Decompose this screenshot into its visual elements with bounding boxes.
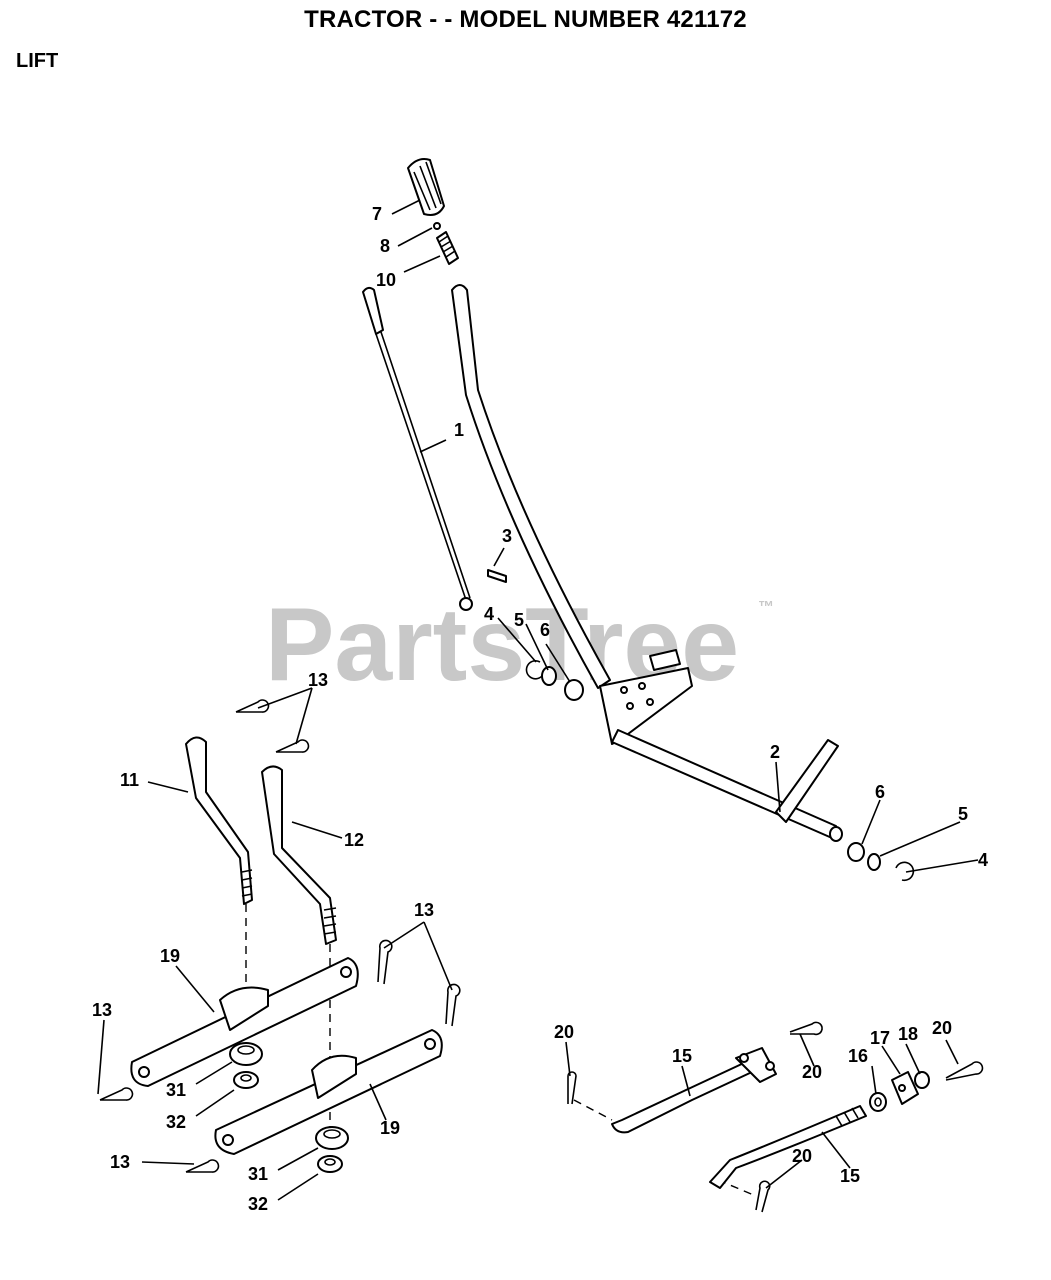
callout-13-left: 13 [92,1000,112,1020]
callout-6-right: 6 [875,782,885,802]
part-lift-plate [599,649,693,745]
part-31-grommet-lower [315,1126,349,1150]
callout-1: 1 [454,420,464,440]
part-3-key [487,569,507,583]
page-title: TRACTOR - - MODEL NUMBER 421172 [304,6,747,33]
callout-20-lower: 20 [792,1146,812,1166]
part-19-lift-arm-lower [214,1029,443,1155]
callout-10: 10 [376,270,396,290]
callout-13-bottom: 13 [110,1152,130,1172]
part-6-bushing-left [564,679,584,701]
callout-17: 17 [870,1028,890,1048]
part-lift-handle [451,284,611,689]
part-17-block [891,1071,919,1105]
part-20-pin-left [567,1071,577,1105]
callout-31-upper: 31 [166,1080,186,1100]
part-13-clip-bottom [185,1159,220,1173]
callout-4-right: 4 [978,850,988,870]
callout-19-upper: 19 [160,946,180,966]
leader-lines [97,199,979,1201]
part-4-clip-right [895,861,915,882]
part-12-lift-link [261,765,337,945]
section-title: LIFT [16,50,59,72]
part-18-ferrule [914,1071,930,1089]
part-16-nut [869,1092,887,1112]
part-15-rod-upper [611,1047,777,1134]
alignment-line-3 [573,1099,613,1121]
part-7-grip [407,158,445,216]
part-32-nut-lower [317,1155,343,1173]
callout-32-lower: 32 [248,1194,268,1214]
callout-31-lower: 31 [248,1164,268,1184]
callout-15-upper: 15 [672,1046,692,1066]
callout-20-right: 20 [932,1018,952,1038]
callout-12: 12 [344,830,364,850]
part-13-clip-left [99,1087,134,1101]
part-19-lift-arm-upper [130,957,359,1087]
part-20-pin-upper [789,1021,823,1036]
callout-20-upper: 20 [802,1062,822,1082]
callout-13-right: 13 [414,900,434,920]
part-5-washer-left [541,666,557,686]
watermark-tm: ™ [758,599,774,616]
part-8-ball [433,222,441,230]
part-1-rod [362,286,473,611]
callout-5-left: 5 [514,610,524,630]
callout-16: 16 [848,1046,868,1066]
callout-8: 8 [380,236,390,256]
callout-2: 2 [770,742,780,762]
part-32-nut-upper [233,1071,259,1089]
callout-13-top: 13 [308,670,328,690]
part-15-rod-lower [709,1105,867,1189]
callout-7: 7 [372,204,382,224]
part-2-shaft [611,729,843,842]
part-13-clips-right [377,939,461,1027]
callout-4-left: 4 [484,604,494,624]
part-10-spring [436,231,459,265]
part-20-pin-right [945,1061,984,1081]
callout-6-left: 6 [540,620,550,640]
callout-5-right: 5 [958,804,968,824]
callout-11: 11 [120,770,139,790]
part-31-grommet-upper [229,1042,263,1066]
callout-32-upper: 32 [166,1112,186,1132]
part-5-washer-right [867,853,881,871]
callout-20-left: 20 [554,1022,574,1042]
callout-19-lower: 19 [380,1118,400,1138]
part-6-bushing-right [847,842,865,862]
callout-3: 3 [502,526,512,546]
callout-18: 18 [898,1024,918,1044]
callout-15-lower: 15 [840,1166,860,1186]
part-13-clips-top [235,699,310,753]
part-20-pin-lower [755,1180,771,1213]
part-11-lift-link [185,736,253,905]
